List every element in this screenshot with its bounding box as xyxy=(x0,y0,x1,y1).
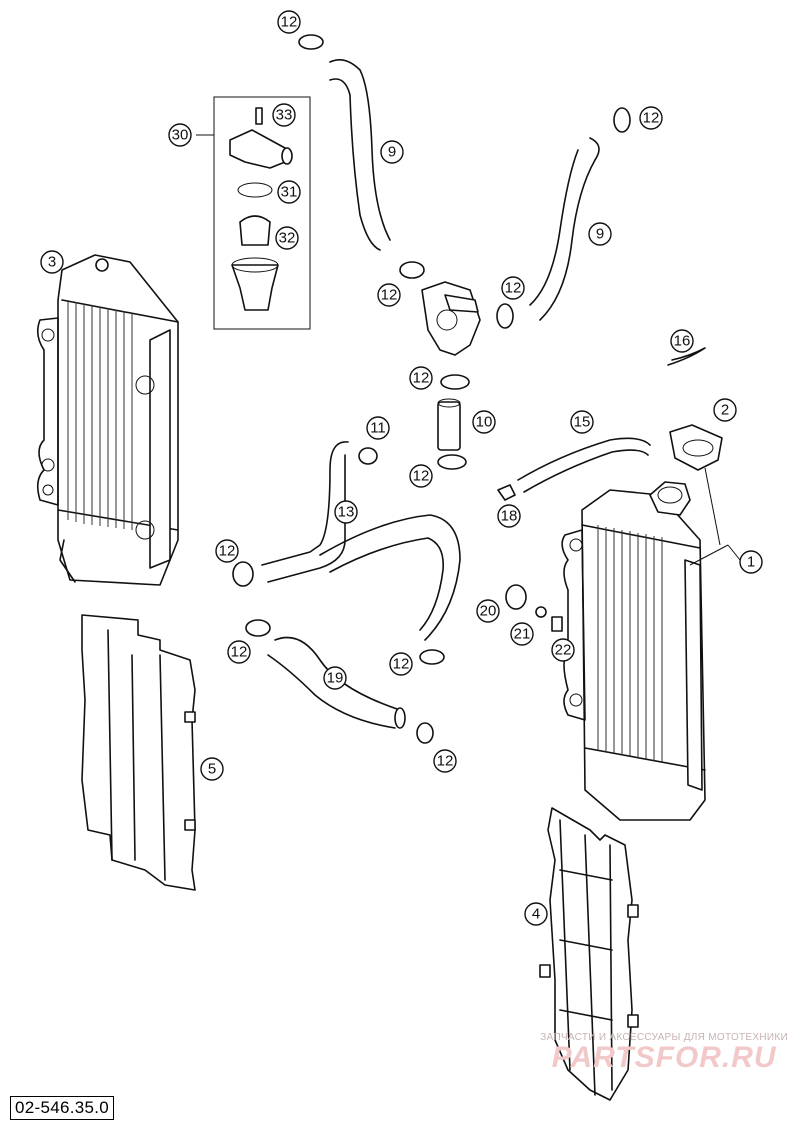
watermark: ЗАПЧАСТИ И АКСЕССУАРЫ ДЛЯ МОТОТЕХНИКИ PA… xyxy=(540,1032,788,1075)
callout-22[interactable]: 22 xyxy=(551,638,575,662)
left-shroud xyxy=(81,614,196,891)
drawing-number: 02-546.35.0 xyxy=(10,1096,115,1120)
svg-text:12: 12 xyxy=(393,656,410,673)
svg-text:12: 12 xyxy=(505,280,522,297)
callout-12-pump-right[interactable]: 12 xyxy=(501,276,525,300)
hose-19 xyxy=(267,636,406,729)
svg-text:33: 33 xyxy=(276,107,293,124)
svg-text:3: 3 xyxy=(48,254,56,271)
callout-30[interactable]: 30 xyxy=(168,123,192,147)
hose-9-left xyxy=(329,59,391,251)
thermostat-kit xyxy=(213,96,311,330)
svg-text:18: 18 xyxy=(501,508,518,525)
callout-31[interactable]: 31 xyxy=(277,180,301,204)
callout-9-left[interactable]: 9 xyxy=(380,140,404,164)
svg-text:12: 12 xyxy=(643,110,660,127)
svg-text:22: 22 xyxy=(555,642,572,659)
svg-text:15: 15 xyxy=(574,414,591,431)
callout-32[interactable]: 32 xyxy=(275,226,299,250)
callout-9-right[interactable]: 9 xyxy=(588,222,612,246)
svg-text:1: 1 xyxy=(747,554,755,571)
callout-12-left2[interactable]: 12 xyxy=(227,640,251,664)
callout-12-pump-left[interactable]: 12 xyxy=(377,283,401,307)
callout-16[interactable]: 16 xyxy=(670,329,694,353)
wire-clip-16 xyxy=(667,347,706,366)
leader-lines xyxy=(196,134,741,566)
svg-text:12: 12 xyxy=(219,543,236,560)
callout-33[interactable]: 33 xyxy=(272,103,296,127)
svg-text:10: 10 xyxy=(476,414,493,431)
callout-12-left[interactable]: 12 xyxy=(215,539,239,563)
svg-text:20: 20 xyxy=(480,603,497,620)
svg-text:12: 12 xyxy=(437,753,454,770)
callout-12-top[interactable]: 12 xyxy=(277,10,301,34)
hose-9-right xyxy=(529,137,600,321)
callout-4[interactable]: 4 xyxy=(524,902,548,926)
callout-3[interactable]: 3 xyxy=(40,250,64,274)
callout-13[interactable]: 13 xyxy=(334,500,358,524)
hose-15 xyxy=(517,437,651,493)
svg-text:9: 9 xyxy=(388,144,396,161)
callout-12-bottom[interactable]: 12 xyxy=(433,749,457,773)
callout-12-mid2[interactable]: 12 xyxy=(409,464,433,488)
svg-text:12: 12 xyxy=(413,370,430,387)
svg-text:12: 12 xyxy=(413,468,430,485)
svg-text:4: 4 xyxy=(532,906,540,923)
hose-clamps xyxy=(232,34,631,744)
svg-text:12: 12 xyxy=(381,287,398,304)
watermark-subtitle: ЗАПЧАСТИ И АКСЕССУАРЫ ДЛЯ МОТОТЕХНИКИ xyxy=(540,1032,788,1043)
right-shroud xyxy=(539,807,639,1101)
callout-18[interactable]: 18 xyxy=(497,504,521,528)
hose-13 xyxy=(261,441,461,641)
svg-text:32: 32 xyxy=(279,230,296,247)
callout-10[interactable]: 10 xyxy=(472,410,496,434)
callout-20[interactable]: 20 xyxy=(476,599,500,623)
svg-text:11: 11 xyxy=(370,420,386,437)
radiator-cap-2 xyxy=(669,424,723,471)
right-radiator xyxy=(561,481,706,821)
hose-10 xyxy=(437,398,461,451)
water-pump-housing xyxy=(421,281,481,356)
callout-21[interactable]: 21 xyxy=(510,622,534,646)
callout-5[interactable]: 5 xyxy=(200,757,224,781)
svg-text:31: 31 xyxy=(281,184,298,201)
callout-12-bottom-mid[interactable]: 12 xyxy=(389,652,413,676)
watermark-brand: PARTSFOR.RU xyxy=(551,1041,777,1074)
svg-text:5: 5 xyxy=(208,761,216,778)
svg-text:12: 12 xyxy=(281,14,298,31)
callout-15[interactable]: 15 xyxy=(570,410,594,434)
small-parts-18-20-21-22 xyxy=(497,484,563,632)
svg-text:30: 30 xyxy=(172,127,189,144)
svg-text:19: 19 xyxy=(327,670,344,687)
callout-12-mid1[interactable]: 12 xyxy=(409,366,433,390)
callout-12-topright[interactable]: 12 xyxy=(639,106,663,130)
callout-2[interactable]: 2 xyxy=(713,398,737,422)
callout-11[interactable]: 11 xyxy=(366,416,390,440)
svg-text:16: 16 xyxy=(674,333,691,350)
svg-text:21: 21 xyxy=(514,626,531,643)
svg-text:2: 2 xyxy=(721,402,729,419)
svg-text:12: 12 xyxy=(231,644,248,661)
svg-text:13: 13 xyxy=(338,504,355,521)
callout-19[interactable]: 19 xyxy=(323,666,347,690)
svg-text:9: 9 xyxy=(596,226,604,243)
left-radiator xyxy=(36,254,179,586)
callout-1[interactable]: 1 xyxy=(739,550,763,574)
